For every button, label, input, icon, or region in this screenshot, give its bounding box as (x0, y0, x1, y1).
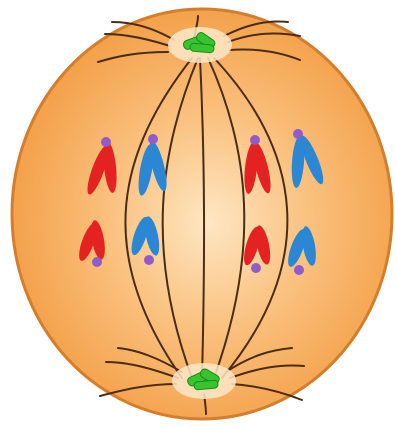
centrosome-bottom (172, 363, 236, 399)
centrosome-top (168, 27, 232, 63)
